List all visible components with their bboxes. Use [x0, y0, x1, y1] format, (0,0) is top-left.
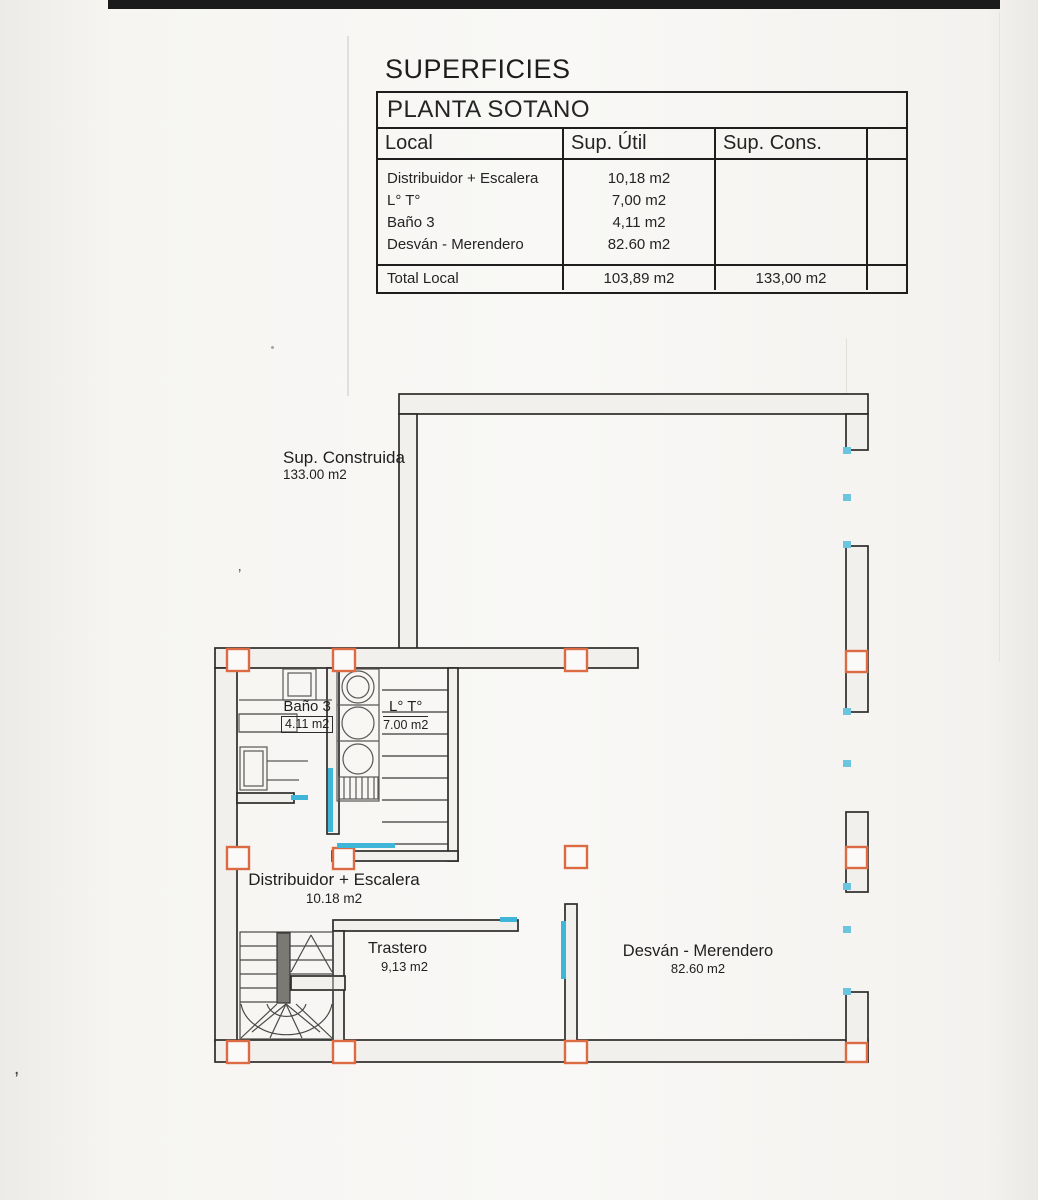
stray-mark: ,: [14, 1058, 20, 1079]
col-header-sup-util: Sup. Útil: [562, 129, 714, 158]
scan-edge-bar: [108, 0, 1000, 9]
paper-fold-line: [846, 338, 848, 394]
total-label: Total Local: [387, 269, 459, 287]
table-cell: 10,18 m2: [607, 170, 671, 187]
total-sup-util: 103,89 m2: [562, 266, 714, 290]
total-blank: [866, 266, 906, 290]
col-header-sup-cons: Sup. Cons.: [714, 129, 866, 158]
col-header-blank: [866, 129, 906, 158]
table-body: Distribuidor + Escalera L° T° Baño 3 Des…: [378, 160, 906, 264]
total-sup-cons: 133,00 m2: [714, 266, 866, 290]
staircase: [239, 931, 334, 1040]
column-markers: [225, 647, 869, 1065]
room-label-lt: L° T° 7.00 m2: [383, 698, 429, 732]
floor-name: PLANTA SOTANO: [387, 96, 590, 123]
paper-fold-line: [999, 12, 1001, 662]
built-area-label: Sup. Construida 133.00 m2: [283, 448, 405, 483]
room-label-bano: Baño 3 4.11 m2: [281, 698, 334, 733]
room-label-desvan: Desván - Merendero 82.60 m2: [622, 942, 774, 977]
bathroom-fixtures: [238, 668, 332, 791]
table-cell: 7,00 m2: [611, 192, 667, 209]
table-row: L° T°: [387, 192, 421, 209]
areas-table: PLANTA SOTANO Local Sup. Útil Sup. Cons.…: [376, 91, 908, 294]
table-row: Baño 3: [387, 214, 435, 231]
walls: [214, 393, 869, 1063]
table-total-row: Total Local 103,89 m2 133,00 m2: [378, 264, 906, 290]
carpentry-marks: [291, 768, 566, 979]
table-header-row: Local Sup. Útil Sup. Cons.: [378, 129, 906, 160]
table-cell: 82.60 m2: [607, 236, 671, 253]
stray-mark: [271, 346, 274, 349]
col-header-local: Local: [385, 132, 433, 154]
local-names: Distribuidor + Escalera L° T° Baño 3 Des…: [378, 160, 562, 264]
page-title: SUPERFICIES: [385, 54, 571, 84]
room-label-distribuidor: Distribuidor + Escalera 10.18 m2: [248, 870, 420, 907]
table-title-row: PLANTA SOTANO: [378, 93, 906, 129]
window-ticks: [843, 447, 851, 995]
blank-col: [866, 160, 906, 264]
laundry-appliances: [336, 668, 380, 802]
sup-util-values: 10,18 m2 7,00 m2 4,11 m2 82.60 m2: [562, 160, 714, 264]
room-label-trastero: Trastero 9,13 m2: [368, 940, 428, 974]
sup-cons-values: [714, 160, 866, 264]
table-row: Desván - Merendero: [387, 236, 524, 253]
stray-mark: ’: [238, 566, 242, 583]
table-cell: 4,11 m2: [612, 214, 666, 231]
paper-fold-line: [347, 36, 349, 396]
table-row: Distribuidor + Escalera: [387, 170, 539, 187]
